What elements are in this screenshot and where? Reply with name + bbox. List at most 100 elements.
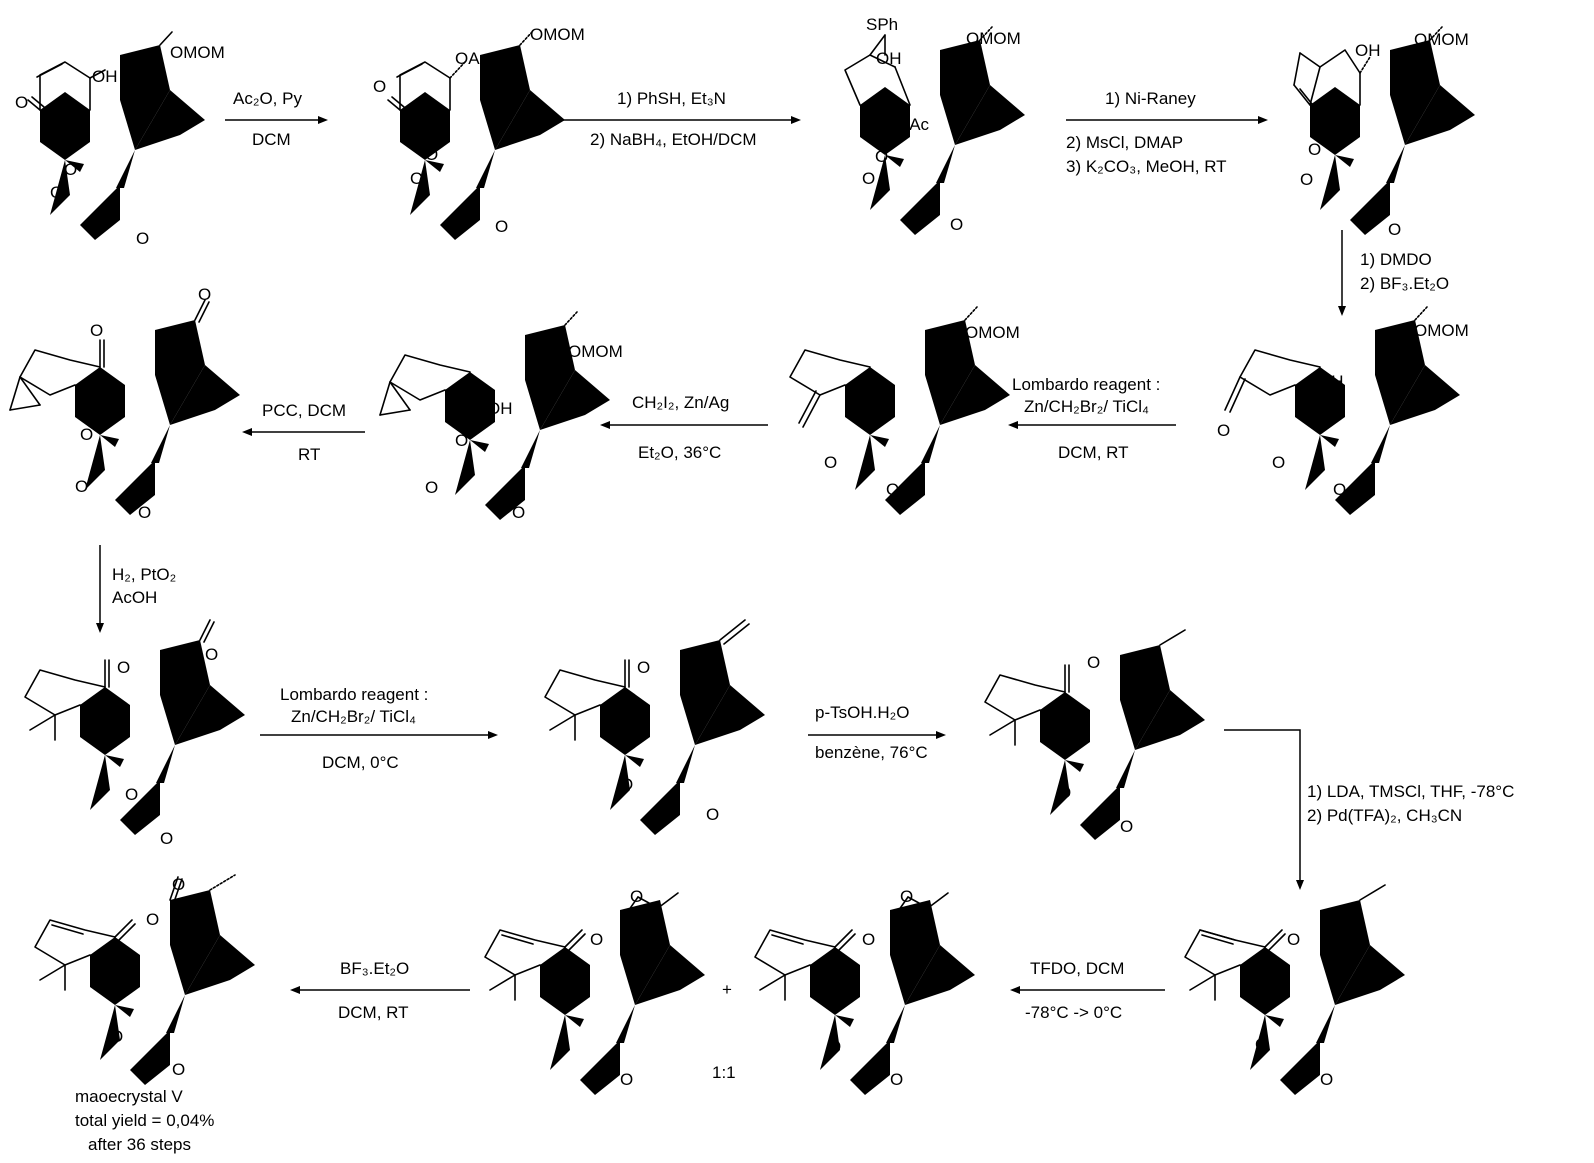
s5-below: DCM, RT [1058,443,1129,462]
c3-label-omom: OMOM [966,29,1021,48]
c4-label-o-carbonyl: O [1388,220,1401,239]
c10-label-o-ether: O [625,733,638,752]
arrow-step-7 [242,428,365,436]
c2-label-o-carbonyl: O [495,217,508,236]
c5-label-o-lactone: O [1272,453,1285,472]
arrow-step-6 [600,421,768,429]
c8-label-o-ether: O [80,425,93,444]
c12-label-o-carbonyl: O [1320,1070,1333,1089]
c7-label-omom: OMOM [568,342,623,361]
compound-1 [27,31,205,240]
c3-label-sph: SPh [866,15,898,34]
arrow-step-4 [1338,230,1346,316]
c10-label-o-carbonyl: O [706,805,719,824]
arrow-step-3 [1066,116,1268,124]
product-yield: total yield = 0,04% [75,1111,214,1130]
c6-label-o-ether: O [853,410,866,429]
c5-label-o-ether: O [1303,409,1316,428]
c6-label-o-lactone: O [824,453,837,472]
plus-sign: + [722,980,732,999]
compound-5 [1224,306,1460,515]
c4-label-o-lactone: O [1300,170,1313,189]
c15-label-o-carbonyl: O [172,1060,185,1079]
s7-above: PCC, DCM [262,401,346,420]
c1-label-o-lactone: O [50,183,63,202]
compound-14 [484,892,705,1095]
compound-6 [789,306,1010,515]
c12-label-o-lactone: O [1255,1035,1268,1054]
c12-label-o-ketone: O [1287,930,1300,949]
ratio-label: 1:1 [712,1063,736,1082]
arrow-step-12 [1010,986,1165,994]
c2-label-omom: OMOM [530,25,585,44]
c2-label-o-ether: O [425,145,438,164]
s7-below: RT [298,445,320,464]
s6-below: Et₂O, 36°C [638,443,721,462]
c1-label-o-ether: O [64,160,77,179]
c9-label-o-lactone: O [125,785,138,804]
c5-label-omom: OMOM [1414,321,1469,340]
c9-label-o-carbonyl: O [160,829,173,848]
c12-label-o-ether: O [1265,987,1278,1006]
c4-label-omom: OMOM [1414,30,1469,49]
product-steps: after 36 steps [88,1135,191,1154]
c8-label-o-lactone: O [75,477,88,496]
s8-line2: AcOH [112,588,157,607]
c3-label-o-lactone: O [862,169,875,188]
s12-above: TFDO, DCM [1030,959,1124,978]
c14-label-o-lactone: O [556,1037,569,1056]
c8-label-o-ketone1: O [90,321,103,340]
s13-below: DCM, RT [338,1003,409,1022]
s1-above: Ac₂O, Py [233,89,302,108]
c1-label-o-ketone: O [15,93,28,112]
c14-label-o-ketone: O [590,930,603,949]
compound-2 [387,31,565,240]
s3-below1: 2) MsCl, DMAP [1066,133,1183,152]
compound-15-maoecrystal-v [34,874,255,1085]
c7-label-o-ether: O [455,431,468,450]
s10-below: benzène, 76°C [815,743,928,762]
s9-below: DCM, 0°C [322,753,399,772]
compound-13 [754,892,975,1095]
c14-label-o-carbonyl: O [620,1070,633,1089]
c8-label-o-ketone2: O [198,285,211,304]
c9-label-o-ether: O [106,733,119,752]
compound-7 [379,311,610,520]
c15-label-o-ketone2: O [172,875,185,894]
c2-label-oac: OAc [455,49,489,68]
c2-label-o-ketone: O [373,77,386,96]
c6-label-o-carbonyl: O [886,480,899,499]
s8-line1: H₂, PtO₂ [112,565,176,584]
s4-line2: 2) BF₃.Et₂O [1360,274,1449,293]
c4-label-o-ether: O [1308,140,1321,159]
arrow-step-2 [553,116,801,124]
arrow-step-13 [290,986,470,994]
arrow-step-8 [96,545,104,633]
compound-4 [1293,26,1475,235]
c2-label-o-lactone: O [410,169,423,188]
c15-label-o-ether: O [116,977,129,996]
s12-below: -78°C -> 0°C [1025,1003,1122,1022]
s6-above: CH₂I₂, Zn/Ag [632,393,729,412]
arrow-step-5 [1008,421,1176,429]
c10-label-o-ketone: O [637,658,650,677]
compound-3 [844,26,1025,235]
s1-below: DCM [252,130,291,149]
c1-label-oh: OH [92,67,118,86]
compound-11 [984,629,1205,840]
s5-above1: Lombardo reagent : [1012,375,1160,394]
c13-label-o-ether: O [833,987,846,1006]
arrow-step-1 [225,116,328,124]
s13-above: BF₃.Et₂O [340,959,409,978]
c14-label-o-ether: O [562,987,575,1006]
compound-8 [9,299,240,515]
c4-label-oh: OH [1355,41,1381,60]
c15-label-o-lactone: O [110,1027,123,1046]
c11-label-o-lactone: O [1058,783,1071,802]
c7-label-o-lactone: O [425,478,438,497]
s3-above: 1) Ni-Raney [1105,89,1196,108]
s9-above2: Zn/CH₂Br₂/ TiCl₄ [291,707,416,726]
arrow-step-9 [260,731,498,739]
arrow-step-10 [808,731,946,739]
c7-label-o-carbonyl: O [512,503,525,522]
